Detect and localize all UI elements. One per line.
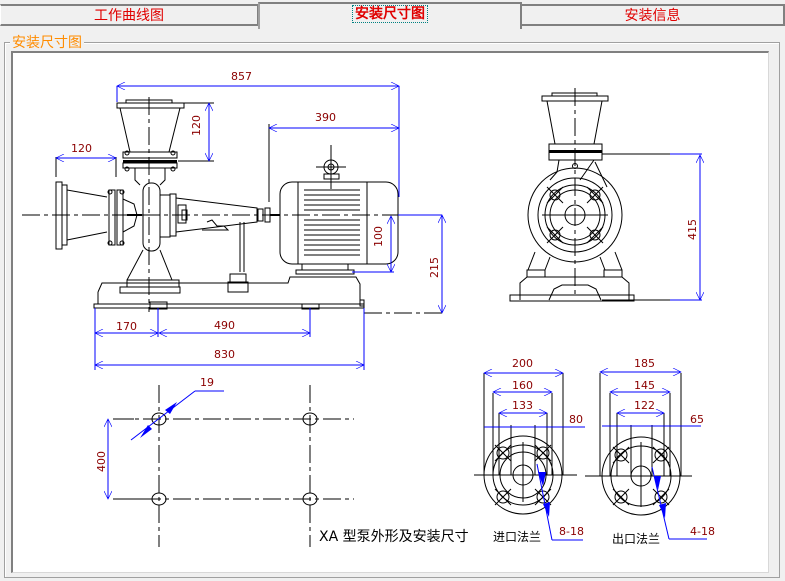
outlet-flange-label: 出口法兰: [612, 532, 660, 546]
motor: [279, 145, 399, 275]
drawing-caption: XA 型泵外形及安装尺寸: [319, 529, 469, 545]
dim-overall-length: 857: [231, 70, 252, 83]
foundation-plan: 19 400: [95, 376, 354, 547]
tab-label: 安装尺寸图: [352, 5, 428, 23]
dim-motor-length: 390: [315, 111, 336, 124]
groupbox: [4, 42, 780, 578]
dim-outlet-nominal: 65: [690, 413, 704, 426]
tab-label: 工作曲线图: [94, 8, 164, 24]
inlet-flange-label: 进口法兰: [493, 530, 541, 544]
tab-label: 安装信息: [624, 8, 681, 24]
dim-base-left: 170: [116, 320, 137, 333]
installation-drawing: 857 390 120 120 100 215 170 490 830: [22, 70, 715, 547]
dim-bolt-hole: 19: [200, 376, 214, 389]
coupling: [257, 207, 280, 223]
dim-bolt-spacing: 400: [95, 451, 108, 472]
front-view: [509, 88, 635, 302]
dim-front-height: 415: [686, 219, 699, 240]
front-view-dimensions: 415: [602, 153, 702, 300]
inlet-cone: [55, 181, 142, 250]
side-view-dimensions: 857 390 120 120 100 215 170 490 830: [56, 70, 442, 370]
volute-casing: [119, 182, 181, 294]
tab-bar: 工作曲线图 安装尺寸图 安装信息: [0, 0, 785, 30]
group-title: 安装尺寸图: [10, 34, 84, 52]
dim-motor-center: 100: [372, 226, 385, 247]
dim-outlet-raised-face: 122: [634, 399, 655, 412]
inlet-flange-view: 200 160 133 80 8-18 进口法兰: [474, 357, 585, 544]
inlet-bolt-spec: 8-18: [559, 525, 584, 538]
side-view: [22, 97, 442, 314]
tab-installation-info[interactable]: 安装信息: [521, 4, 785, 26]
outlet-flange-view: 185 145 122 65 4-18 出口法兰: [585, 357, 715, 546]
dim-outlet-bolt-circle: 145: [634, 379, 655, 392]
tab-installation-dimensions[interactable]: 安装尺寸图: [258, 2, 522, 29]
dim-inlet-outer: 200: [512, 357, 533, 370]
dim-outlet-outer: 185: [634, 357, 655, 370]
dim-foot-spacing: 490: [214, 319, 235, 332]
dim-shaft-height: 215: [428, 257, 441, 278]
tab-performance-curve[interactable]: 工作曲线图: [0, 4, 259, 26]
drawing-canvas: 857 390 120 120 100 215 170 490 830: [11, 51, 769, 573]
dim-outlet-height: 120: [190, 115, 203, 136]
outlet-cone: [116, 99, 185, 186]
outlet-bolt-spec: 4-18: [690, 525, 715, 538]
bearing-bracket: [175, 197, 258, 293]
dim-inlet-length: 120: [71, 142, 92, 155]
dim-inlet-bolt-circle: 160: [512, 379, 533, 392]
dim-inlet-raised-face: 133: [512, 399, 533, 412]
dim-base-length: 830: [214, 348, 235, 361]
dim-inlet-nominal: 80: [569, 413, 583, 426]
